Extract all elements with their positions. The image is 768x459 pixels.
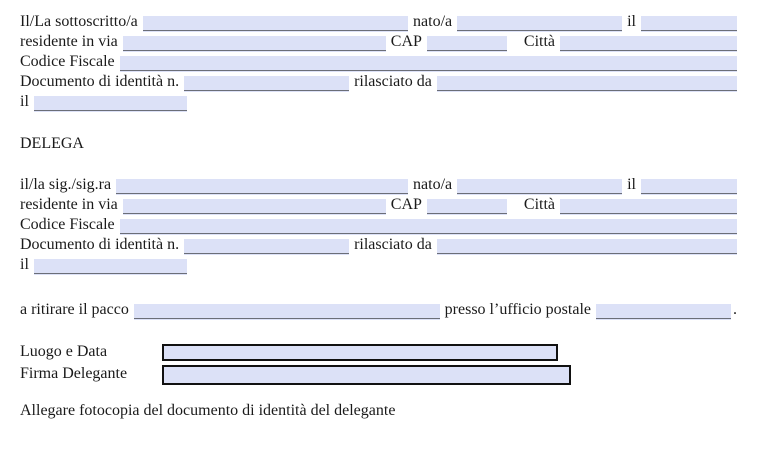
- declarant-name-field[interactable]: [142, 16, 409, 32]
- delegate-birthdate-label: il: [627, 176, 636, 193]
- delegate-fiscal-code-field[interactable]: [119, 219, 738, 235]
- delegate-section: il/la sig./sig.ra nato/a il residente in…: [20, 175, 738, 275]
- place-date-row: Luogo e Data: [20, 342, 737, 364]
- pickup-row: a ritirare il pacco presso l’ufficio pos…: [20, 300, 737, 320]
- sentence-period: .: [733, 301, 737, 318]
- declarant-fiscal-code-label: Codice Fiscale: [20, 53, 115, 70]
- delegate-issued-by-field[interactable]: [436, 239, 738, 255]
- delegate-fiscal-code-label: Codice Fiscale: [20, 216, 115, 233]
- delegate-city-label: Città: [523, 196, 555, 213]
- declarant-intro-label: Il/La sottoscritto/a: [20, 13, 138, 30]
- declarant-cap-field[interactable]: [426, 36, 507, 52]
- post-office-label: presso l’ufficio postale: [444, 301, 591, 318]
- declarant-address-field[interactable]: [122, 36, 386, 52]
- delegate-document-number-field[interactable]: [184, 239, 350, 255]
- pickup-label: a ritirare il pacco: [20, 301, 129, 318]
- attachment-note: Allegare fotocopia del documento di iden…: [20, 402, 396, 419]
- post-office-field[interactable]: [596, 304, 731, 320]
- delegate-birthdate-field[interactable]: [641, 179, 737, 195]
- declarant-section: Il/La sottoscritto/a nato/a il residente…: [20, 12, 738, 112]
- delegate-cap-label: CAP: [390, 196, 422, 213]
- footer-note-row: Allegare fotocopia del documento di iden…: [20, 401, 737, 421]
- declarant-address-label: residente in via: [20, 33, 118, 50]
- delegate-birthplace-field[interactable]: [457, 179, 623, 195]
- delegator-signature-field[interactable]: [162, 365, 571, 385]
- delegate-address-field[interactable]: [122, 199, 386, 215]
- delegate-issue-date-field[interactable]: [33, 259, 187, 275]
- delegate-birthplace-label: nato/a: [413, 176, 453, 193]
- place-date-field[interactable]: [162, 344, 558, 361]
- declarant-issue-date-label: il: [20, 93, 29, 110]
- delega-heading: DELEGA: [20, 135, 84, 152]
- declarant-birthplace-label: nato/a: [413, 13, 453, 30]
- delegate-name-field[interactable]: [116, 179, 409, 195]
- declarant-document-label: Documento di identità n.: [20, 73, 180, 90]
- delegate-cap-field[interactable]: [426, 199, 507, 215]
- delegate-document-label: Documento di identità n.: [20, 236, 180, 253]
- declarant-birthplace-field[interactable]: [457, 16, 623, 32]
- signature-label: Firma Delegante: [20, 365, 128, 382]
- signature-row: Firma Delegante: [20, 364, 737, 386]
- package-field[interactable]: [133, 304, 440, 320]
- delegate-issue-date-label: il: [20, 256, 29, 273]
- declarant-row-1: Il/La sottoscritto/a nato/a il: [20, 12, 737, 32]
- delegate-row-3: Codice Fiscale: [20, 215, 738, 235]
- delegate-row-1: il/la sig./sig.ra nato/a il: [20, 175, 737, 195]
- delegate-issued-by-label: rilasciato da: [354, 236, 432, 253]
- delega-heading-row: DELEGA: [20, 134, 737, 154]
- delegate-row-4: Documento di identità n. rilasciato da: [20, 235, 738, 255]
- declarant-birthdate-field[interactable]: [641, 16, 737, 32]
- delegate-address-label: residente in via: [20, 196, 118, 213]
- declarant-issued-by-label: rilasciato da: [354, 73, 432, 90]
- signature-section: Luogo e Data Firma Delegante: [20, 342, 737, 386]
- declarant-row-5: il: [20, 92, 737, 112]
- declarant-fiscal-code-field[interactable]: [119, 56, 738, 72]
- declarant-cap-label: CAP: [390, 33, 422, 50]
- delegate-intro-label: il/la sig./sig.ra: [20, 176, 112, 193]
- declarant-row-4: Documento di identità n. rilasciato da: [20, 72, 738, 92]
- delegate-row-5: il: [20, 255, 737, 275]
- delegate-city-field[interactable]: [560, 199, 737, 215]
- place-date-label: Luogo e Data: [20, 343, 108, 360]
- declarant-issue-date-field[interactable]: [33, 96, 187, 112]
- declarant-birthdate-label: il: [627, 13, 636, 30]
- declarant-city-field[interactable]: [560, 36, 737, 52]
- declarant-document-number-field[interactable]: [184, 76, 350, 92]
- declarant-city-label: Città: [523, 33, 555, 50]
- declarant-row-3: Codice Fiscale: [20, 52, 738, 72]
- declarant-row-2: residente in via CAP Città: [20, 32, 737, 52]
- delegate-row-2: residente in via CAP Città: [20, 195, 737, 215]
- declarant-issued-by-field[interactable]: [436, 76, 738, 92]
